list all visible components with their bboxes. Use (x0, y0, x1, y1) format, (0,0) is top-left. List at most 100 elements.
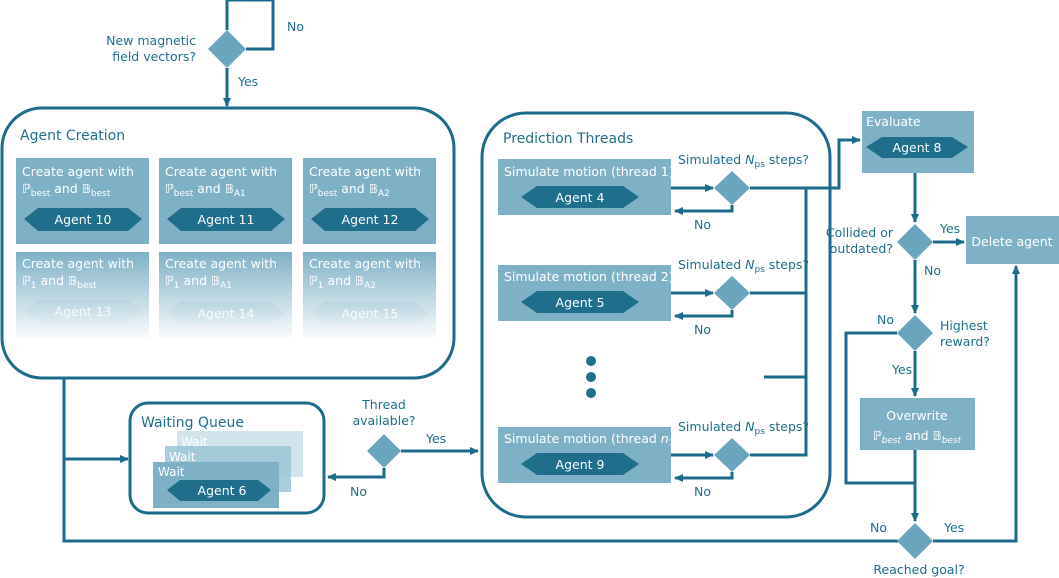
question-line-2: outdated? (830, 241, 893, 256)
svg-text:Create agent with: Create agent with (22, 256, 134, 271)
no-label: No (287, 19, 304, 34)
card-agent-11: Create agent with ℙbest and 𝔹A1 Agent 11 (159, 158, 292, 244)
card-agent-10: Create agent with ℙbest and 𝔹best Agent … (16, 158, 149, 244)
sim-question: Simulated Nps steps? (678, 419, 809, 437)
ellipsis-dot-3 (586, 388, 596, 398)
agent-hexagon (521, 453, 639, 475)
agent-creation-frame (0, 106, 456, 380)
decision-diamond (897, 523, 933, 559)
card-agent-13: Create agent with ℙ1 and 𝔹best Agent 13 (16, 252, 149, 338)
thread-collector-bus (750, 186, 808, 457)
agent-creation-section: Agent Creation Create agent with ℙbest a… (0, 106, 456, 380)
prediction-threads-section: Prediction Threads Simulate motion (thre… (480, 111, 832, 519)
overwrite-params: ℙbest and 𝔹best (873, 428, 962, 446)
question-line-1: New magnetic (106, 33, 196, 48)
svg-text:ℙ1 and 𝔹A1: ℙ1 and 𝔹A1 (165, 273, 232, 291)
ellipsis-dot-1 (586, 356, 596, 366)
agent-8-label: Agent 8 (893, 140, 942, 155)
decision-diamond (208, 30, 246, 68)
agent-9-label: Agent 9 (556, 457, 605, 472)
bottom-return-line (62, 459, 898, 543)
svg-text:ℙ1 and 𝔹best: ℙ1 and 𝔹best (22, 273, 97, 291)
no-connector (674, 310, 734, 320)
svg-text:ℙbest and 𝔹A1: ℙbest and 𝔹A1 (165, 181, 246, 199)
agent-label: Agent 14 (198, 306, 255, 321)
agent-label: Agent 10 (55, 212, 112, 227)
agent-label: Agent 13 (55, 304, 112, 319)
decision-diamond (367, 434, 401, 468)
agent-creation-title: Agent Creation (20, 128, 125, 144)
decision-diamond (897, 315, 933, 351)
yes-label: Yes (943, 520, 964, 535)
no-connector (674, 205, 734, 215)
agent-label: Agent 12 (342, 212, 399, 227)
prediction-threads-title: Prediction Threads (503, 131, 633, 147)
agent-5-label: Agent 5 (556, 295, 605, 310)
no-label: No (694, 484, 711, 499)
question-line-1: Thread (361, 397, 406, 412)
question-line-2: field vectors? (112, 49, 196, 64)
agent-label: Agent 15 (342, 306, 399, 321)
no-connector (844, 331, 915, 485)
card-agent-12: Create agent with ℙbest and 𝔹A2 Agent 12 (303, 158, 436, 244)
wait-label-front: Wait (158, 465, 185, 479)
agent-4-label: Agent 4 (556, 190, 605, 205)
thread-1-sim-decision: Simulated Nps steps? No (671, 152, 809, 232)
yes-connector (933, 265, 1020, 543)
waiting-queue-title: Waiting Queue (141, 415, 244, 431)
no-label: No (924, 263, 941, 278)
sim-question: Simulated Nps steps? (678, 257, 809, 275)
svg-text:ℙbest and 𝔹best: ℙbest and 𝔹best (22, 181, 111, 199)
question-line-2: available? (352, 413, 415, 428)
agent-hexagon (24, 208, 142, 231)
no-label: No (694, 322, 711, 337)
decision-diamond (714, 276, 750, 310)
sim-question: Simulated Nps steps? (678, 152, 809, 170)
svg-text:Simulate motion (thread nT): Simulate motion (thread nT) (504, 431, 679, 449)
no-label: No (877, 312, 894, 327)
decision-diamond (714, 171, 750, 205)
evaluate-title: Evaluate (866, 114, 921, 129)
svg-text:Simulate motion (thread 1): Simulate motion (thread 1) (504, 164, 674, 179)
waiting-queue-frame (128, 401, 326, 515)
thread-available-decision: Thread available? Yes No (327, 397, 479, 499)
yes-label: Yes (939, 221, 960, 236)
decision-diamond (714, 438, 750, 472)
wait-label-middle: Wait (169, 450, 196, 464)
reward-decision: Highest reward? No Yes (844, 312, 990, 485)
agent-hexagon (521, 186, 639, 208)
no-connector (327, 468, 386, 481)
svg-text:Create agent with: Create agent with (309, 256, 421, 271)
agent-hexagon (167, 480, 271, 501)
agent-hexagon (311, 208, 429, 231)
question-line-1: Highest (940, 318, 988, 333)
card-agent-15: Create agent with ℙ1 and 𝔹A2 Agent 15 (303, 252, 436, 338)
thread-1: Simulate motion (thread 1) Agent 4 (498, 159, 674, 215)
no-label: No (694, 217, 711, 232)
thread-2-sim-decision: Simulated Nps steps? No (671, 257, 809, 337)
no-label: No (350, 484, 367, 499)
yes-label: Yes (425, 431, 446, 446)
decision-diamond (897, 224, 933, 260)
agent-6-label: Agent 6 (198, 483, 247, 498)
yes-label: Yes (237, 74, 258, 89)
creation-to-queue-connector (62, 378, 129, 463)
svg-text:Create agent with: Create agent with (165, 256, 277, 271)
delete-agent-box: Delete agent (966, 216, 1059, 264)
question-line-1: Collided or (826, 225, 894, 240)
thread-n: Simulate motion (thread nT) Agent 9 (498, 427, 679, 483)
svg-text:Simulate motion (thread 2): Simulate motion (thread 2) (504, 269, 674, 284)
agent-hexagon (866, 137, 968, 158)
agent-hexagon (167, 208, 285, 231)
thread-2: Simulate motion (thread 2) Agent 5 (498, 265, 674, 321)
magnetic-field-decision: No New magnetic field vectors? Yes (106, 0, 304, 107)
goal-decision: Reached goal? No Yes (870, 265, 1020, 577)
agent-label: Agent 11 (198, 212, 255, 227)
delete-agent-label: Delete agent (971, 234, 1052, 249)
svg-text:Create agent with: Create agent with (165, 164, 277, 179)
no-label: No (870, 520, 887, 535)
svg-text:ℙ1 and 𝔹A2: ℙ1 and 𝔹A2 (309, 273, 376, 291)
agent-hexagon (167, 302, 285, 324)
no-connector (674, 472, 734, 482)
